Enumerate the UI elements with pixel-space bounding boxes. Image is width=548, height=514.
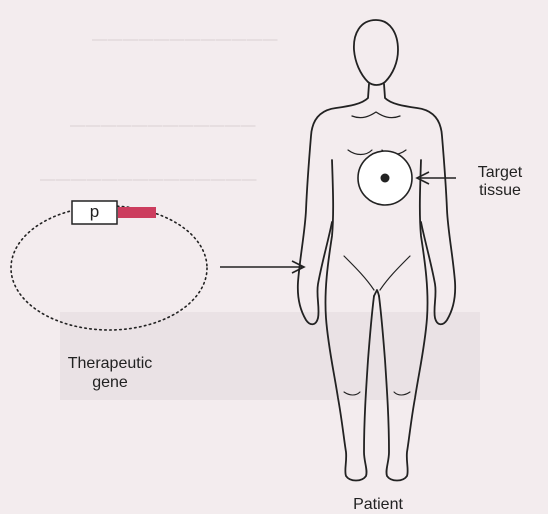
therapeutic-gene-segment xyxy=(118,207,156,218)
therapeutic-gene-label-line2: gene xyxy=(46,373,174,392)
therapeutic-gene-label: Therapeutic gene xyxy=(46,354,174,392)
target-tissue-dot xyxy=(381,174,390,183)
target-tissue-label: Target tissue xyxy=(460,164,540,200)
patient-label: Patient xyxy=(330,495,426,514)
target-tissue-label-line2: tissue xyxy=(460,182,540,200)
target-pointer-arrow xyxy=(417,172,456,184)
patient-figure xyxy=(298,20,455,481)
target-tissue-label-line1: Target xyxy=(460,164,540,182)
delivery-arrow xyxy=(220,261,304,273)
promoter-label: p xyxy=(72,202,117,221)
therapeutic-gene-label-line1: Therapeutic xyxy=(46,354,174,373)
